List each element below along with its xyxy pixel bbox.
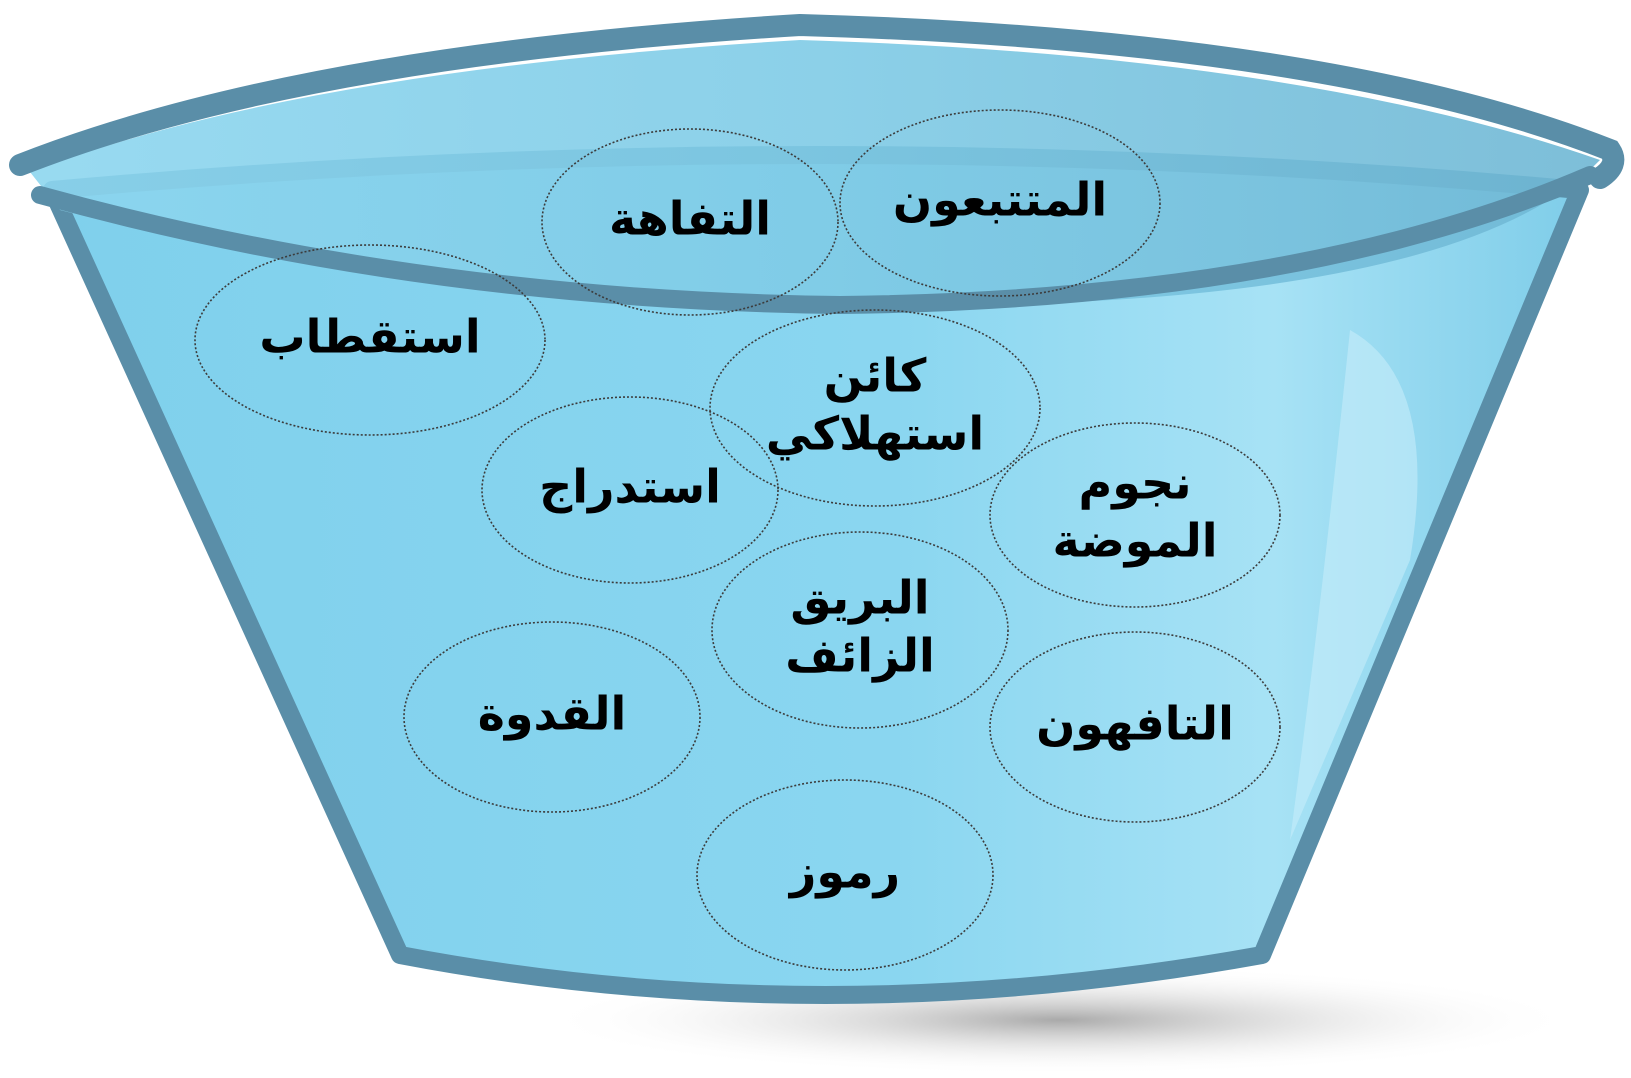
bubble-label: الزائف: [785, 629, 934, 683]
bubble-label: استدراج: [539, 460, 721, 514]
bubble-outline: [989, 631, 1281, 823]
bubble-triviality: التفاهة: [541, 128, 839, 316]
bubble-label: استهلاكي: [766, 407, 984, 461]
bubble-outline: [711, 531, 1009, 729]
bubble-outline: [481, 396, 779, 584]
bubble-outline: [194, 244, 546, 436]
bubble-outline: [709, 309, 1041, 507]
bubble-label: البريق: [790, 571, 929, 625]
bubble-label: نجوم: [1079, 456, 1192, 510]
bubble-outline: [696, 779, 994, 971]
bubble-label: التافهون: [1036, 697, 1234, 751]
bubble-outline: [403, 621, 701, 813]
bowl-rim: [9, 13, 1625, 189]
concept-bubbles: المتتبعونالتفاهةاستقطابكائناستهلاكياستدر…: [194, 109, 1281, 971]
bubble-label: القدوة: [478, 687, 626, 741]
bubble-outline: [989, 422, 1281, 608]
bubble-label: المتتبعون: [893, 173, 1107, 227]
bubble-outline: [839, 109, 1161, 297]
bubble-label: التفاهة: [609, 192, 771, 246]
bubble-the-trivial: التافهون: [989, 631, 1281, 823]
bowl-front-rim: [31, 166, 1599, 315]
bubble-label: استقطاب: [259, 310, 480, 364]
bubble-symbols: رموز: [696, 779, 994, 971]
bubble-followers: المتتبعون: [839, 109, 1161, 297]
bubble-outline: [541, 128, 839, 316]
bubble-label: رموز: [788, 845, 900, 899]
bowl-highlight: [1290, 330, 1418, 840]
bubble-enticement: استدراج: [481, 396, 779, 584]
bubble-polarization: استقطاب: [194, 244, 546, 436]
bowl-inner-surface: [30, 40, 1600, 306]
bubble-label: كائن: [824, 349, 927, 403]
bubble-role-model: القدوة: [403, 621, 701, 813]
bubble-label: الموضة: [1052, 514, 1217, 568]
